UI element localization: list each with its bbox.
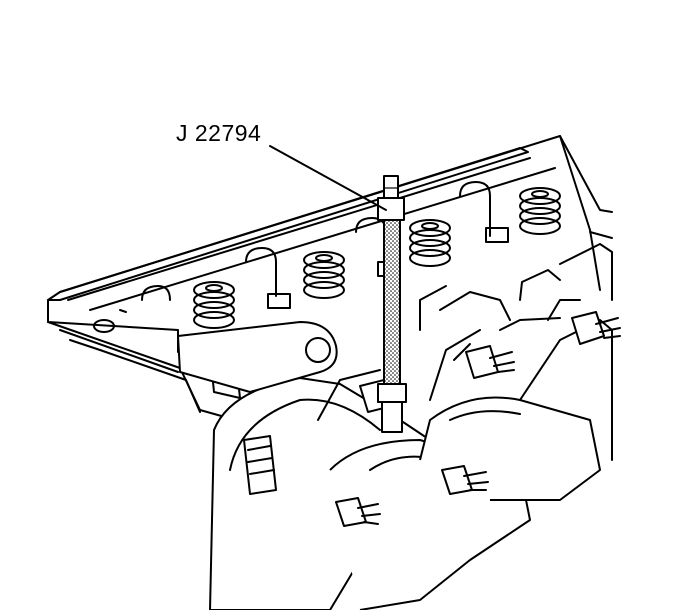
lifting-bracket [177,321,338,393]
leader-line [269,145,387,211]
valve-spring-4 [519,187,561,235]
spark-plug-boot [243,435,277,495]
valve-spring-3 [409,219,451,267]
valve-spring-2 [303,251,345,299]
manifold-bolt-5 [335,497,381,527]
tool-callout-label: J 22794 [176,120,262,146]
manifold-bolt-2 [465,345,515,379]
adapter-tool-j22794 [377,175,407,433]
valve-spring-1 [193,281,235,329]
manifold-bolt-4 [441,465,489,495]
manifold-bolt-1 [571,311,621,345]
